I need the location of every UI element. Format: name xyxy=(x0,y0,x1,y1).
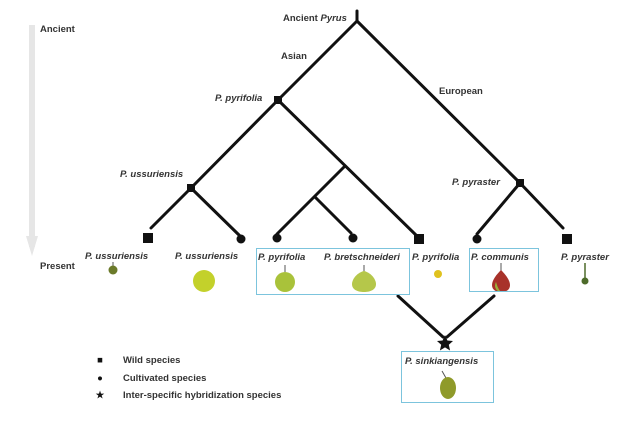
node-cultivated-pyrifolia xyxy=(272,233,282,243)
tree-edges xyxy=(149,9,565,339)
legend-label: Wild species xyxy=(123,355,181,366)
node-cultivated-ussuriensis xyxy=(236,234,246,244)
edge-root-european xyxy=(355,19,522,185)
node-wild-ussuriensis-ancestor xyxy=(187,184,195,192)
cultivated-asian-group-box xyxy=(256,248,410,295)
fruit-communis xyxy=(492,263,510,292)
fruit-ussuriensis-cultivated xyxy=(193,270,215,292)
circle-icon: ● xyxy=(97,373,103,384)
legend-item-wild: ■ Wild species xyxy=(95,355,180,366)
internal-label-pyrifolia: P. pyrifolia xyxy=(215,93,263,104)
square-icon: ■ xyxy=(97,355,103,366)
legend-label: Cultivated species xyxy=(123,373,207,384)
leaf-label-ussuriensis-wild: P. ussuriensis xyxy=(85,251,149,262)
timeline-end-label: Present xyxy=(40,261,75,272)
edge-pyraster-communis xyxy=(475,181,522,236)
node-wild-pyrifolia-ancestor xyxy=(274,96,282,104)
node-hybrid-star-icon xyxy=(437,335,453,351)
leaf-label-pyraster: P. pyraster xyxy=(561,252,609,263)
branch-label-asian: Asian xyxy=(281,51,307,62)
node-cultivated-bretschneideri xyxy=(348,233,358,243)
root-label: Ancient Pyrus xyxy=(283,13,347,24)
fruit-ussuriensis-wild xyxy=(108,262,118,275)
node-wild-pyraster-ancestor xyxy=(516,179,524,187)
time-arrow-head xyxy=(26,236,38,256)
root-label-prefix: Ancient xyxy=(283,13,321,24)
fruit-sinkiangensis xyxy=(440,370,456,399)
root-label-genus: Pyrus xyxy=(320,13,347,24)
leaf-label-pyrifolia-cultivated: P. pyrifolia xyxy=(258,252,306,263)
star-icon: ★ xyxy=(95,390,105,401)
edge-ussuriensis-cultivated xyxy=(189,186,242,238)
time-arrow-shaft xyxy=(29,25,35,247)
edge-hybrid-right xyxy=(445,294,496,339)
fruit-bretschneideri xyxy=(352,265,376,292)
internal-label-pyraster: P. pyraster xyxy=(452,177,500,188)
edge-pyraster-wild xyxy=(518,181,565,230)
edge-pyrifolia-wild-pyrifolia xyxy=(276,98,421,240)
node-wild-pyraster xyxy=(562,234,572,244)
edge-hybrid-left xyxy=(396,294,445,339)
edge-to-cultivated-pyrifolia xyxy=(275,164,347,236)
node-wild-pyrifolia xyxy=(414,234,424,244)
internal-label-ussuriensis: P. ussuriensis xyxy=(120,169,184,180)
edge-pyrifolia-ussuriensis xyxy=(189,98,280,190)
fruit-pyrifolia-cultivated xyxy=(275,265,295,292)
sinkiangensis-box xyxy=(401,351,494,403)
edge-root-asian xyxy=(276,19,359,102)
node-cultivated-communis xyxy=(472,234,482,244)
leaf-label-bretschneideri: P. bretschneideri xyxy=(324,252,400,263)
leaf-label-communis: P. communis xyxy=(471,252,529,263)
fruit-pyraster xyxy=(581,263,589,285)
edge-ussuriensis-wild xyxy=(149,186,193,230)
fruit-pyrifolia-wild xyxy=(434,270,442,278)
edge-to-bretschneideri xyxy=(314,196,353,235)
timeline-start-label: Ancient xyxy=(40,24,75,35)
communis-box xyxy=(469,248,539,292)
tree-nodes xyxy=(143,96,572,351)
legend-item-hybrid: ★ Inter-specific hybridization species xyxy=(95,390,282,401)
leaf-label-pyrifolia-wild: P. pyrifolia xyxy=(412,252,460,263)
node-wild-ussuriensis xyxy=(143,233,153,243)
leaf-label-ussuriensis-cultivated: P. ussuriensis xyxy=(175,251,239,262)
legend-item-cultivated: ● Cultivated species xyxy=(95,373,206,384)
fruits xyxy=(108,262,589,399)
legend-label: Inter-specific hybridization species xyxy=(123,390,282,401)
hybrid-label-sinkiangensis: P. sinkiangensis xyxy=(405,356,479,367)
branch-label-european: European xyxy=(439,86,483,97)
time-arrow xyxy=(26,25,38,256)
